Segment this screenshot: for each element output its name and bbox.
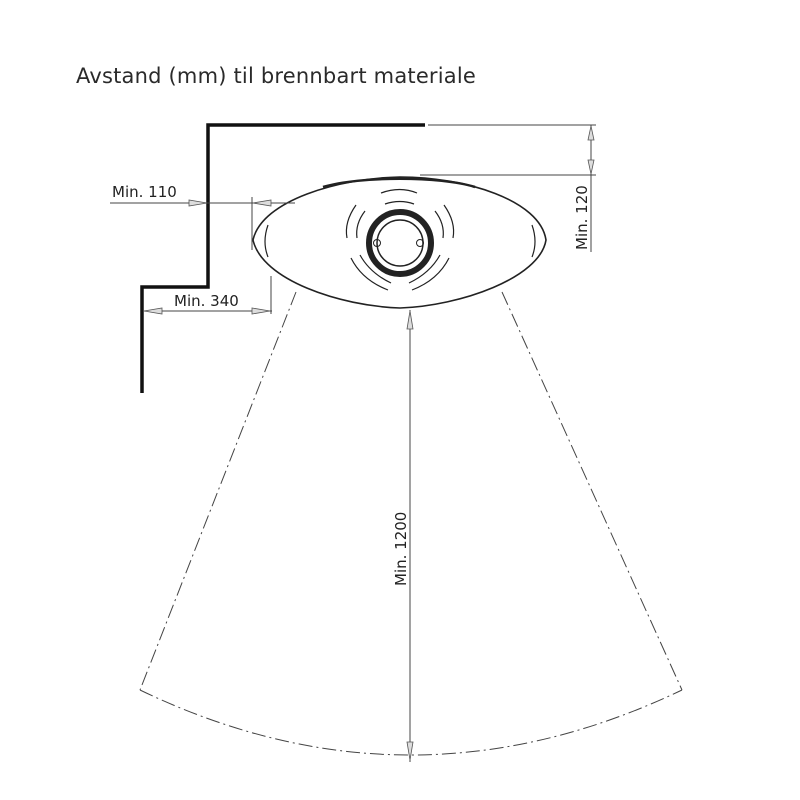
dimension-front: Min. 1200 (392, 512, 410, 586)
stove-top-view (252, 176, 547, 309)
front-clearance-zone (139, 291, 683, 756)
dimension-corner-side: Min. 340 (174, 292, 239, 310)
dimension-back-wall: Min. 120 (573, 185, 591, 250)
dimension-side-wall: Min. 110 (112, 183, 177, 201)
page-title: Avstand (mm) til brennbart materiale (76, 64, 477, 88)
wall-outline (140, 123, 425, 393)
